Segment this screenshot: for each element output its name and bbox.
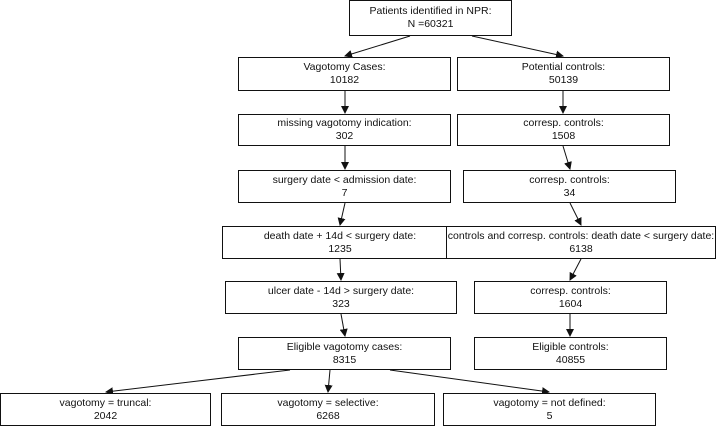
node-eligible-controls: Eligible controls: 40855 [474, 337, 667, 370]
node-count: 1604 [558, 297, 583, 310]
arrow-ulcer-to-eligible [339, 313, 348, 337]
node-label: Potential controls: [521, 61, 606, 73]
node-label: Eligible controls: [532, 340, 609, 353]
arrow-ctrl2-to-deathctrl [569, 202, 582, 226]
node-controls-death-before-surgery: controls and corresp. controls: death da… [446, 226, 716, 259]
node-death-before-surgery: death date + 14d < surgery date: 1235 [222, 226, 458, 259]
arrow-eligible-to-selective [324, 369, 333, 393]
arrow-root-to-cases [344, 35, 411, 58]
node-label: missing vagotomy indication: [277, 117, 412, 129]
node-surgery-before-admission: surgery date < admission date: 7 [238, 170, 451, 203]
node-count: 302 [335, 130, 354, 142]
node-eligible-vagotomy-cases: Eligible vagotomy cases: 8315 [238, 337, 451, 370]
node-label: ulcer date - 14d > surgery date: [267, 284, 415, 297]
node-count: 34 [563, 186, 576, 199]
node-count: 50139 [548, 74, 579, 86]
node-label: corresp. controls: [529, 173, 610, 186]
node-corresp-controls-1: corresp. controls: 1508 [457, 114, 670, 146]
node-label: Vagotomy Cases: [303, 61, 386, 73]
node-label: corresp. controls: [523, 117, 604, 129]
node-label: vagotomy = truncal: [59, 396, 152, 409]
node-vagotomy-truncal: vagotomy = truncal: 2042 [0, 393, 211, 426]
node-ulcer-after-surgery: ulcer date - 14d > surgery date: 323 [225, 281, 457, 314]
node-count: 1235 [328, 242, 352, 255]
node-vagotomy-cases: Vagotomy Cases: 10182 [238, 57, 451, 91]
node-label: controls and corresp. controls: death da… [447, 229, 715, 242]
arrow-eligible-to-truncal [105, 369, 291, 396]
node-label: vagotomy = selective: [277, 396, 379, 409]
node-count: 1508 [551, 130, 576, 142]
node-patients-identified: Patients identified in NPR: N =60321 [349, 0, 512, 36]
node-vagotomy-not-defined: vagotomy = not defined: 5 [443, 393, 656, 426]
node-vagotomy-selective: vagotomy = selective: 6268 [221, 393, 435, 426]
node-count: 8315 [332, 353, 357, 366]
node-count: 6268 [316, 409, 340, 422]
node-label: surgery date < admission date: [272, 173, 417, 186]
node-count: N =60321 [407, 18, 454, 30]
node-missing-indication: missing vagotomy indication: 302 [238, 114, 451, 146]
node-count: 5 [546, 409, 553, 422]
node-label: corresp. controls: [530, 284, 611, 297]
arrow-surgery-to-death [337, 202, 346, 226]
node-label: Eligible vagotomy cases: [286, 340, 403, 353]
node-count: 40855 [555, 353, 586, 366]
arrow-deathctrl-to-ctrl3 [569, 258, 582, 281]
node-label: Patients identified in NPR: [369, 5, 492, 17]
arrow-eligible-to-notdefined [389, 369, 550, 396]
arrow-death-to-ulcer [336, 258, 345, 281]
node-corresp-controls-3: corresp. controls: 1604 [474, 281, 667, 314]
arrow-root-to-potential [471, 35, 564, 59]
node-count: 2042 [93, 409, 118, 422]
node-label: vagotomy = not defined: [493, 396, 606, 409]
node-label: death date + 14d < surgery date: [263, 229, 417, 242]
node-count: 6138 [569, 242, 593, 255]
node-potential-controls: Potential controls: 50139 [457, 57, 670, 91]
arrow-ctrl1-to-ctrl2 [562, 145, 572, 170]
node-count: 7 [341, 186, 348, 199]
node-count: 10182 [329, 74, 360, 86]
node-count: 323 [332, 297, 350, 310]
node-corresp-controls-2: corresp. controls: 34 [463, 170, 676, 203]
